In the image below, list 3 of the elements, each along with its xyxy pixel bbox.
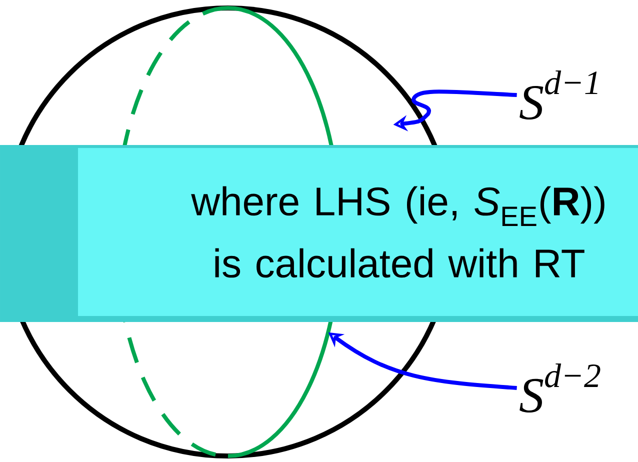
sphere-label: S$^{d−1}$ [520,70,598,120]
sphere-label: S$^{d−2}$ [520,363,600,413]
callout-tooltip: where LHS (ie, S$_{EE}$(R)) is calculated with RT [0,145,638,322]
